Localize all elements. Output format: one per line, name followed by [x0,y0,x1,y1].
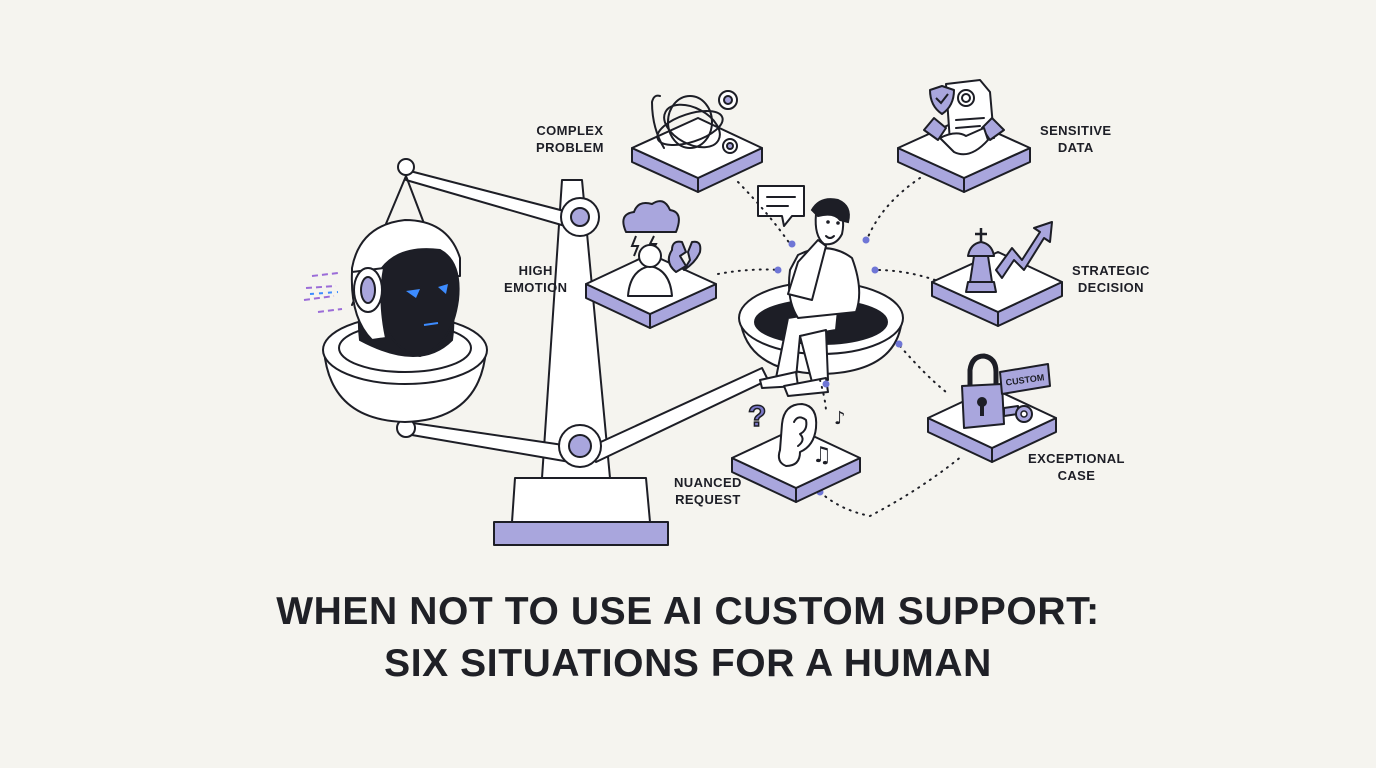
label-line: DATA [1057,140,1094,155]
label-sensitive-data: SENSITIVE DATA [1040,122,1112,156]
platform-exceptional-case [927,387,1057,463]
platform-complex-problem [631,117,763,193]
label-line: HIGH [518,263,553,278]
storm-cloud-broken-heart-icon [622,200,702,297]
label-strategic-decision: STRATEGIC DECISION [1072,262,1150,296]
handshake-document-icon [923,79,1005,156]
page-title: WHEN NOT TO USE AI CUSTOM SUPPORT: SIX S… [0,586,1376,690]
thinking-person-icon [759,198,861,397]
balance-scale [351,158,769,546]
label-line: CASE [1057,468,1096,483]
label-high-emotion: HIGH EMOTION [504,262,567,296]
title-line-1: WHEN NOT TO USE AI CUSTOM SUPPORT: [276,590,1100,633]
label-line: DECISION [1077,280,1144,295]
title-line-2: SIX SITUATIONS FOR A HUMAN [384,642,992,685]
label-line: EXCEPTIONAL [1028,451,1125,466]
platform-strategic-decision [931,251,1063,327]
label-line: COMPLEX [536,123,604,138]
svg-text:♫: ♫ [812,443,832,468]
svg-text:♪: ♪ [834,408,846,429]
label-line: STRATEGIC [1072,263,1150,278]
ear-question-icon: ? ♫ ♪ [747,399,846,468]
tangled-knot-icon [651,90,738,154]
speech-bubble-icon [757,185,805,227]
label-line: NUANCED [674,475,742,490]
label-nuanced-request: NUANCED REQUEST [674,474,742,508]
label-exceptional-case: EXCEPTIONAL CASE [1028,450,1125,484]
custom-sign: CUSTOM [999,363,1051,395]
label-line: EMOTION [504,280,568,295]
padlock-key-icon: CUSTOM [961,353,1051,429]
robot-head-icon [303,219,461,358]
connector-lines [717,177,963,518]
label-line: REQUEST [675,492,741,507]
label-line: PROBLEM [536,140,604,155]
label-line: SENSITIVE [1040,123,1112,138]
svg-text:?: ? [748,400,766,433]
chess-king-arrow-icon [965,221,1053,293]
label-complex-problem: COMPLEX PROBLEM [536,122,604,156]
